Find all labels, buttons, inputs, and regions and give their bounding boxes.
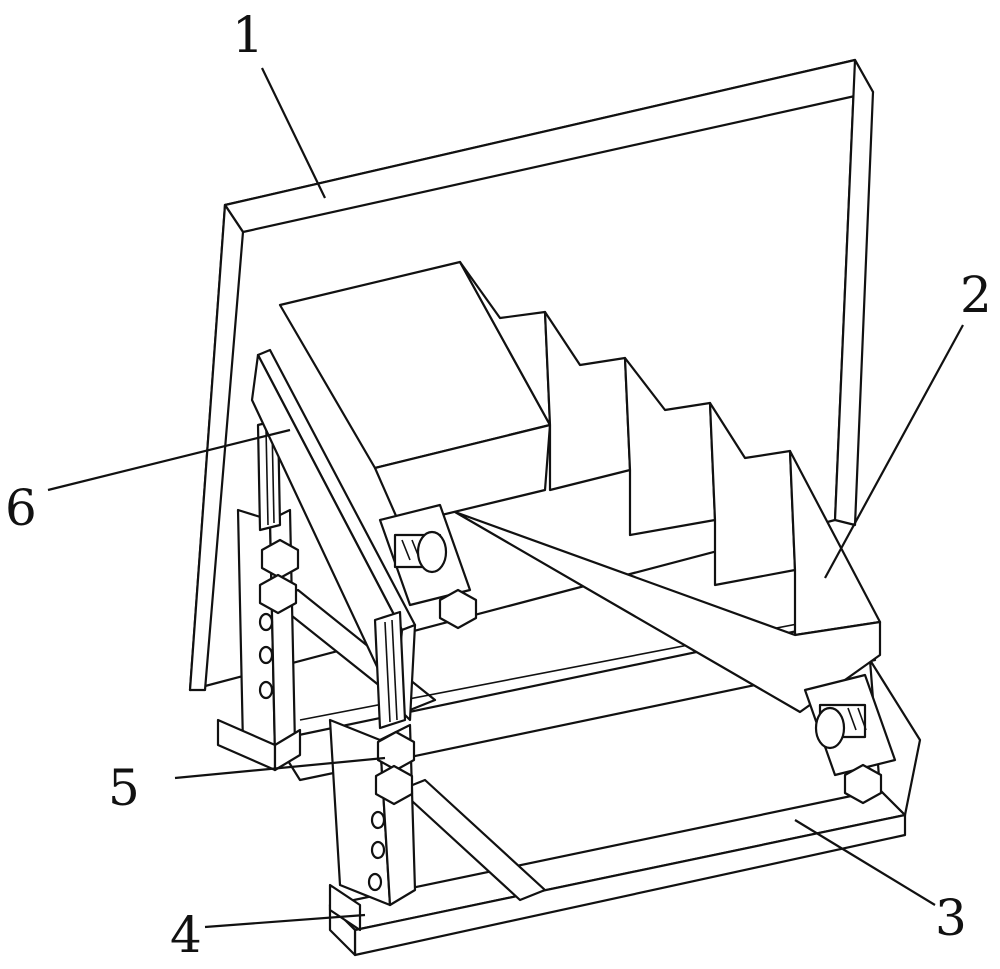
callout-4: 4 xyxy=(170,906,202,964)
callout-1: 1 xyxy=(232,6,264,64)
callout-5: 5 xyxy=(108,759,140,817)
callout-2: 2 xyxy=(960,266,992,324)
callout-3: 3 xyxy=(935,889,967,947)
callout-6: 6 xyxy=(5,479,37,537)
